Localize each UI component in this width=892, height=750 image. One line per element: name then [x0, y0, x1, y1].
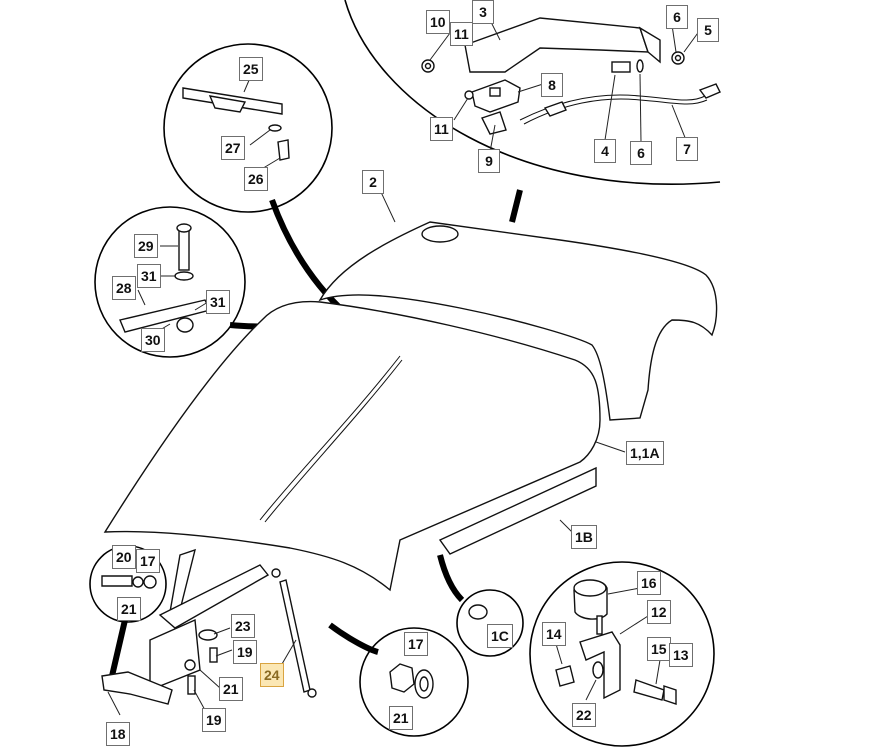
callout-26[interactable]: 26: [244, 167, 268, 191]
callout-23[interactable]: 23: [231, 614, 255, 638]
nut-washer-detail-view: [328, 622, 469, 737]
callout-8[interactable]: 8: [541, 73, 563, 97]
hinge-plate-detail-view: [163, 43, 362, 328]
callout-1c[interactable]: 1C: [487, 624, 513, 648]
callout-27[interactable]: 27: [221, 136, 245, 160]
callout-21[interactable]: 21: [117, 597, 141, 621]
callout-31[interactable]: 31: [206, 290, 230, 314]
callout-13[interactable]: 13: [669, 643, 693, 667]
callout-28[interactable]: 28: [112, 276, 136, 300]
callout-11[interactable]: 11: [430, 117, 453, 141]
callout-17[interactable]: 17: [136, 549, 160, 573]
callout-14[interactable]: 14: [542, 622, 566, 646]
callout-20[interactable]: 20: [112, 545, 136, 569]
hinge-assembly: [89, 545, 317, 716]
latch-detail-view: [344, 0, 721, 223]
callout-6[interactable]: 6: [630, 141, 652, 165]
callout-4[interactable]: 4: [594, 139, 616, 163]
callout-18[interactable]: 18: [106, 722, 130, 746]
callout-19[interactable]: 19: [233, 640, 257, 664]
callout-19[interactable]: 19: [202, 708, 226, 732]
callout-3[interactable]: 3: [472, 0, 494, 24]
callout-22[interactable]: 22: [572, 703, 596, 727]
callout-31[interactable]: 31: [137, 264, 161, 288]
callout-30[interactable]: 30: [141, 328, 165, 352]
callout-25[interactable]: 25: [239, 57, 263, 81]
callout-24[interactable]: 24: [260, 663, 284, 687]
callout-17[interactable]: 17: [404, 632, 428, 656]
callout-7[interactable]: 7: [676, 137, 698, 161]
callout-6[interactable]: 6: [666, 5, 688, 29]
callout-1b[interactable]: 1B: [571, 525, 597, 549]
callout-5[interactable]: 5: [697, 18, 719, 42]
callout-29[interactable]: 29: [134, 234, 158, 258]
callout-21[interactable]: 21: [389, 706, 413, 730]
callout-15[interactable]: 15: [647, 637, 671, 661]
callout-1-1a[interactable]: 1,1A: [626, 441, 664, 465]
hood-body: [103, 189, 718, 592]
callout-21[interactable]: 21: [219, 677, 243, 701]
callout-10[interactable]: 10: [426, 10, 450, 34]
callout-16[interactable]: 16: [637, 571, 661, 595]
callout-2[interactable]: 2: [362, 170, 384, 194]
callout-12[interactable]: 12: [647, 600, 671, 624]
callout-11[interactable]: 11: [450, 22, 473, 46]
callout-9[interactable]: 9: [478, 149, 500, 173]
